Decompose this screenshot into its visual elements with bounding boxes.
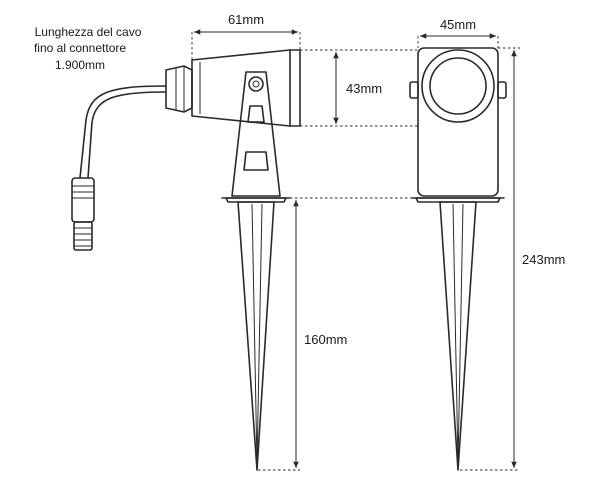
label-total-height: 243mm bbox=[522, 252, 565, 267]
mounting-bracket-side bbox=[231, 71, 281, 197]
cable-length-caption: Lunghezza del cavo fino al connettore 1.… bbox=[34, 25, 142, 72]
ground-spike-side bbox=[221, 197, 291, 471]
lamp-head-side bbox=[191, 49, 301, 127]
label-width-side: 61mm bbox=[228, 12, 264, 27]
caption-line-2: fino al connettore bbox=[34, 41, 126, 55]
label-width-front: 45mm bbox=[440, 17, 476, 32]
front-view bbox=[409, 47, 507, 471]
label-spike-length: 160mm bbox=[304, 332, 347, 347]
lamp-head-front bbox=[409, 47, 507, 197]
dimension-front-width: 45mm bbox=[417, 17, 499, 48]
caption-line-1: Lunghezza del cavo bbox=[35, 25, 142, 39]
cable-gland bbox=[165, 65, 193, 113]
ground-spike-front bbox=[411, 197, 505, 471]
dimension-total-height: 243mm bbox=[460, 47, 565, 471]
dimension-head-height: 43mm bbox=[300, 49, 420, 127]
cable-with-connector bbox=[71, 85, 167, 251]
dimension-spike-length: 160mm bbox=[258, 197, 420, 471]
dimension-side-width: 61mm bbox=[191, 12, 301, 60]
label-head-height: 43mm bbox=[346, 81, 382, 96]
side-view bbox=[71, 49, 301, 471]
caption-line-3: 1.900mm bbox=[55, 58, 105, 72]
